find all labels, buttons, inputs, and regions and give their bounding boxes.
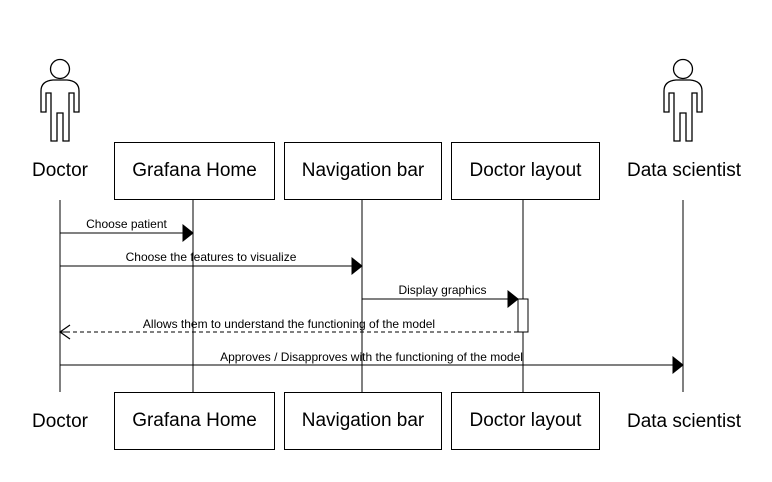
- actor-data-scientist-top-label: Data scientist: [626, 160, 742, 181]
- doctor-actor-icon: [40, 58, 80, 142]
- message-arrowhead-2: [351, 256, 363, 276]
- participant-navigation-bar-bottom: Navigation bar: [284, 392, 442, 450]
- doctor-actor-icon-body: [40, 79, 80, 142]
- message-label-approves-disapproves: Approves / Disapproves with the function…: [220, 350, 523, 364]
- participant-doctor-layout-top: Doctor layout: [451, 142, 600, 200]
- data-scientist-actor-icon-body: [663, 79, 703, 142]
- message-label-allows-understand: Allows them to understand the functionin…: [142, 317, 436, 331]
- message-label-choose-features: Choose the features to visualize: [125, 250, 297, 264]
- actor-doctor-top-label: Doctor: [32, 160, 88, 181]
- message-label-display-graphics: Display graphics: [398, 283, 487, 297]
- activation-bar-doctor-layout: [517, 298, 529, 333]
- message-arrowhead-3: [507, 289, 519, 309]
- message-arrowhead-5: [672, 355, 684, 375]
- doctor-actor-icon-head: [49, 58, 71, 80]
- participant-doctor-layout-bottom: Doctor layout: [451, 392, 600, 450]
- message-arrowhead-1: [182, 223, 194, 243]
- participant-grafana-home-bottom: Grafana Home: [114, 392, 275, 450]
- data-scientist-actor-icon-head: [672, 58, 694, 80]
- participant-navigation-bar-top: Navigation bar: [284, 142, 442, 200]
- message-label-choose-patient: Choose patient: [86, 217, 167, 231]
- participant-grafana-home-top: Grafana Home: [114, 142, 275, 200]
- data-scientist-actor-icon: [663, 58, 703, 142]
- actor-doctor-bottom-label: Doctor: [32, 411, 88, 432]
- actor-data-scientist-bottom-label: Data scientist: [626, 411, 742, 432]
